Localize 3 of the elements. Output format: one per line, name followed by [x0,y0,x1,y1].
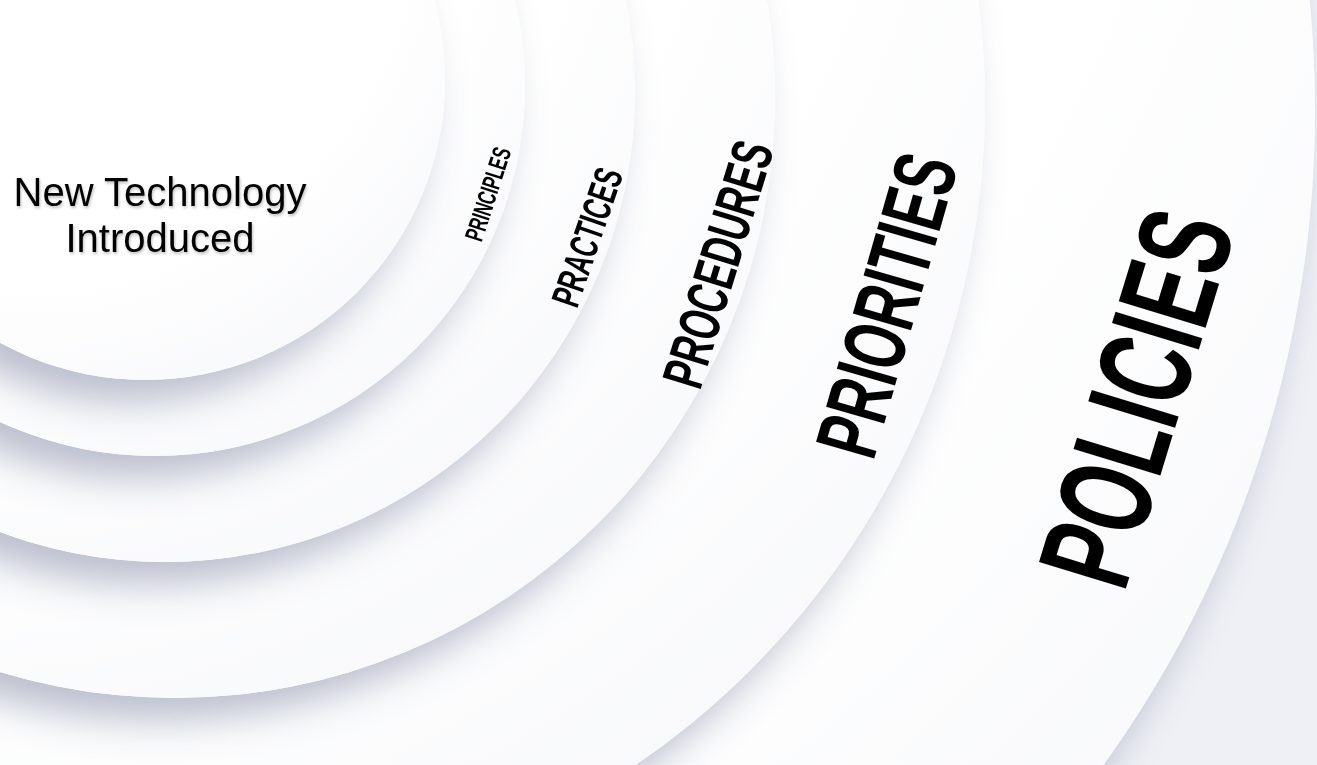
ring-label: POLICIES [1018,196,1256,600]
ring-label: PRIORITIES [801,144,972,466]
center-title: New Technology Introduced [12,169,308,261]
